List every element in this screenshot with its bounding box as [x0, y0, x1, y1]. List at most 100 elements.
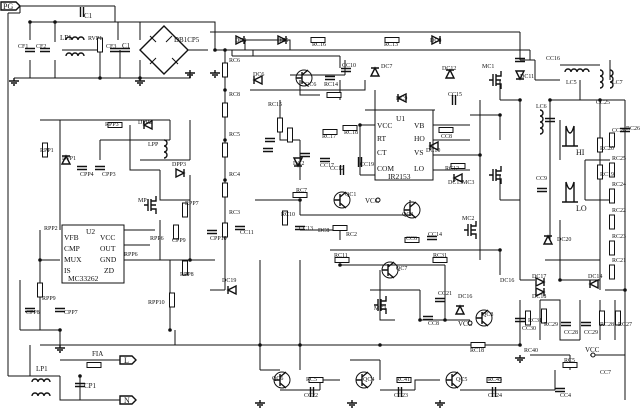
label-cpp9: CPP9 — [172, 238, 186, 244]
label-rc15: RC15 — [268, 102, 282, 108]
resistor — [609, 264, 615, 280]
transistor — [355, 371, 373, 389]
resistor — [609, 162, 615, 178]
diode — [396, 92, 407, 104]
diode — [369, 66, 381, 77]
label-dpp1: DPP1 — [62, 156, 76, 162]
resistor — [282, 210, 288, 226]
capacitor — [40, 47, 50, 53]
label-dc14: DC14 — [588, 274, 602, 280]
label-dc7: DC7 — [381, 64, 392, 70]
resistor — [308, 377, 324, 383]
label-qc1: QC1 — [345, 192, 356, 198]
capacitor — [25, 47, 35, 53]
label-rpp6: RPP6 — [150, 236, 164, 242]
label-cc14: CC14 — [428, 232, 442, 238]
label-rc5b: RC5 — [306, 377, 317, 383]
capacitor — [110, 47, 120, 53]
ic-u1-pin-ho: HO — [414, 134, 425, 143]
resistor — [609, 132, 615, 148]
inductor — [539, 109, 544, 135]
label-rc24: RC24 — [612, 182, 626, 188]
diode — [514, 70, 526, 81]
label-rc20: RC20 — [600, 146, 614, 152]
junctions — [28, 20, 627, 378]
ic-u2-pin-vfb: VFB — [64, 233, 79, 242]
ic-u2-pin-vcc: VCC — [100, 233, 115, 242]
inductor — [31, 392, 51, 397]
label-cc12: CC12 — [330, 166, 344, 172]
ic-u2-name: U2 — [86, 227, 95, 236]
label-cc7: CC7 — [600, 370, 611, 376]
label-rc14: RC14 — [324, 82, 338, 88]
label-cc23: CC23 — [394, 393, 408, 399]
capacitor — [79, 7, 85, 17]
capacitor — [120, 47, 130, 53]
diode — [235, 34, 246, 46]
label-rvp1: RVP1 — [88, 36, 102, 42]
resistor — [342, 125, 358, 131]
resistor — [86, 362, 102, 368]
capacitor — [77, 165, 87, 171]
label-cc24: CC24 — [488, 393, 502, 399]
diode — [452, 172, 463, 184]
label-cc6: CC6 — [406, 236, 417, 242]
resistor — [287, 127, 293, 143]
inductor — [599, 69, 604, 89]
label-rc31: RC31 — [433, 253, 447, 259]
label-lpp: LPP — [148, 142, 159, 148]
label-dc6: DC6 — [253, 72, 264, 78]
mosfet — [374, 296, 387, 314]
capacitor — [235, 225, 245, 231]
terminal-n-label: N — [124, 396, 130, 405]
label-rc18b: RC18 — [470, 348, 484, 354]
resistor — [438, 127, 454, 133]
label-rpp10: RPP10 — [148, 300, 165, 306]
label-qc7: QC7 — [396, 266, 407, 272]
diode — [226, 284, 237, 296]
label-rc25: RC25 — [612, 156, 626, 162]
ground-symbol — [255, 400, 265, 408]
label-cpp8: CPP8 — [26, 310, 40, 316]
inductor — [65, 52, 85, 57]
label-lc7: LC7 — [612, 80, 623, 86]
label-c1: C1 — [84, 12, 93, 20]
label-dc17: DC17 — [532, 274, 546, 280]
capacitor — [545, 117, 555, 123]
label-cpp3: CPP3 — [102, 172, 116, 178]
ic-u1-name: U1 — [396, 114, 405, 123]
lamp-hi: HI — [562, 125, 585, 157]
lamp-hi-label: HI — [576, 148, 585, 157]
label-cf3: CF3 — [106, 44, 116, 50]
label-rpp7: RPP7 — [185, 201, 199, 207]
capacitor — [75, 382, 85, 388]
resistor — [222, 182, 228, 198]
capacitor — [427, 235, 437, 241]
label-rc27: RC27 — [618, 322, 632, 328]
label-rc12: RC12 — [445, 166, 459, 172]
ic-u2-pin-mux: MUX — [64, 255, 82, 264]
bridge-label: DB1CP5 — [174, 36, 200, 44]
capacitor — [537, 187, 547, 193]
label-cc4: CC4 — [560, 393, 571, 399]
resistor — [609, 188, 615, 204]
resistor — [277, 117, 283, 133]
label-dc13: DC13 — [448, 180, 462, 186]
label-rpp9: RPP9 — [42, 296, 56, 302]
lamp-lo-label: LO — [576, 204, 587, 213]
label-cc9: CC9 — [536, 176, 547, 182]
component-labels: C1 CF1 CF2 LF1 RVP1 CF3 C1 DC3 DC5 RC16 … — [18, 12, 640, 399]
inductor — [609, 69, 614, 89]
label-c1b: C1 — [122, 42, 131, 50]
label-qc6b: QC6 — [272, 376, 283, 382]
label-rpp2: RPP2 — [44, 226, 58, 232]
resistor — [332, 225, 348, 231]
inductor — [65, 36, 85, 41]
components — [9, 7, 630, 408]
label-rc29: RC29 — [544, 322, 558, 328]
resistor — [107, 122, 123, 128]
capacitor — [491, 387, 497, 397]
ground-symbol — [9, 78, 19, 86]
ic-u2-pin-is: IS — [64, 266, 71, 275]
transistor — [445, 371, 463, 389]
